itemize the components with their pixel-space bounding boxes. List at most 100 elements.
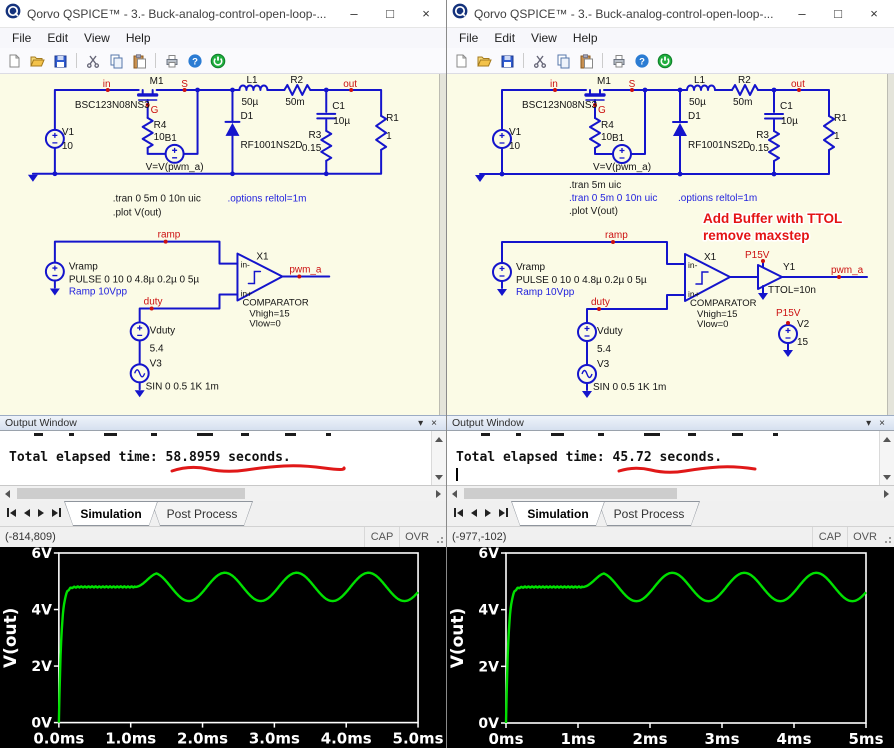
output-window-body[interactable]: Total elapsed time: 45.72 seconds. bbox=[447, 430, 894, 486]
waveform[interactable]: 0ms1ms2ms3ms4ms5ms0V2V4V6VV(out) bbox=[447, 547, 894, 748]
scroll-up-icon[interactable] bbox=[880, 432, 894, 446]
vertical-scrollbar[interactable] bbox=[879, 431, 894, 485]
output-window-header[interactable]: Output Window ▾ × bbox=[447, 415, 894, 430]
options-directive: .options reltol=1m bbox=[678, 193, 757, 204]
open-file-icon[interactable] bbox=[27, 51, 47, 71]
waveform[interactable]: 0.0ms1.0ms2.0ms3.0ms4.0ms5.0ms0V2V4V6VV(… bbox=[0, 547, 446, 748]
scroll-left-icon[interactable] bbox=[447, 486, 462, 501]
menu-help[interactable]: Help bbox=[565, 31, 606, 45]
scroll-down-icon[interactable] bbox=[880, 470, 894, 484]
help-icon[interactable]: ? bbox=[185, 51, 205, 71]
tab-prev-button[interactable] bbox=[471, 509, 477, 517]
cut-icon[interactable] bbox=[530, 51, 550, 71]
collapse-icon[interactable]: ▾ bbox=[862, 418, 875, 429]
net-pwm-label: pwm_a bbox=[289, 265, 322, 276]
vramp-ref: Vramp bbox=[69, 262, 98, 273]
schematic[interactable]: BSC123N08NS3M1inSGR410B1V=V(pwm_a)V110D1… bbox=[0, 74, 446, 414]
tab-simulation[interactable]: Simulation bbox=[64, 501, 158, 526]
tab-post-process[interactable]: Post Process bbox=[598, 501, 700, 526]
menu-file[interactable]: File bbox=[4, 31, 39, 45]
close-button[interactable]: × bbox=[411, 0, 441, 28]
ground-icon bbox=[475, 175, 485, 182]
tab-next-button[interactable] bbox=[485, 509, 491, 517]
run-icon[interactable] bbox=[208, 51, 228, 71]
minimize-button[interactable]: – bbox=[787, 0, 817, 28]
close-panel-icon[interactable]: × bbox=[875, 418, 889, 429]
tab-post-process[interactable]: Post Process bbox=[151, 501, 253, 526]
cut-icon[interactable] bbox=[83, 51, 103, 71]
help-icon[interactable]: ? bbox=[632, 51, 652, 71]
waveform-plot[interactable]: 0ms1ms2ms3ms4ms5ms0V2V4V6VV(out) bbox=[447, 547, 894, 748]
resize-grip[interactable] bbox=[882, 527, 894, 547]
run-icon[interactable] bbox=[655, 51, 675, 71]
paste-icon[interactable] bbox=[576, 51, 596, 71]
schematic-scrollbar[interactable] bbox=[439, 74, 446, 415]
print-icon[interactable] bbox=[609, 51, 629, 71]
scrollbar-thumb[interactable] bbox=[464, 488, 677, 499]
r1-ref: R1 bbox=[834, 113, 847, 124]
vramp-comment: Ramp 10Vpp bbox=[69, 287, 128, 298]
plot-directive: .plot V(out) bbox=[113, 208, 162, 219]
x-tick-label: 2ms bbox=[633, 730, 668, 748]
scroll-right-icon[interactable] bbox=[431, 486, 446, 501]
save-icon[interactable] bbox=[50, 51, 70, 71]
maximize-button[interactable]: □ bbox=[823, 0, 853, 28]
menu-file[interactable]: File bbox=[451, 31, 486, 45]
y-tick-label: 2V bbox=[478, 659, 499, 675]
paste-icon[interactable] bbox=[129, 51, 149, 71]
output-window-header[interactable]: Output Window ▾ × bbox=[0, 415, 446, 430]
save-icon[interactable] bbox=[497, 51, 517, 71]
b1-value: V=V(pwm_a) bbox=[593, 162, 651, 173]
close-button[interactable]: × bbox=[859, 0, 889, 28]
horizontal-scrollbar[interactable] bbox=[447, 486, 894, 501]
titlebar[interactable]: Qorvo QSPICE™ - 3.- Buck-analog-control-… bbox=[447, 0, 894, 28]
schematic-scrollbar[interactable] bbox=[887, 74, 894, 415]
waveform-plot[interactable]: 0.0ms1.0ms2.0ms3.0ms4.0ms5.0ms0V2V4V6VV(… bbox=[0, 547, 446, 748]
ground-icon bbox=[497, 289, 507, 296]
vertical-scrollbar[interactable] bbox=[431, 431, 446, 485]
new-file-icon[interactable] bbox=[4, 51, 24, 71]
copy-icon[interactable] bbox=[106, 51, 126, 71]
menu-view[interactable]: View bbox=[523, 31, 565, 45]
minimize-button[interactable]: – bbox=[339, 0, 369, 28]
new-file-icon[interactable] bbox=[451, 51, 471, 71]
tab-simulation[interactable]: Simulation bbox=[511, 501, 605, 526]
x1-model: COMPARATOR bbox=[242, 297, 308, 308]
x-tick-label: 4ms bbox=[777, 730, 812, 748]
output-window-body[interactable]: Total elapsed time: 58.8959 seconds. bbox=[0, 430, 446, 486]
copy-icon[interactable] bbox=[553, 51, 573, 71]
resize-grip[interactable] bbox=[434, 527, 446, 547]
tab-last-button[interactable] bbox=[499, 508, 508, 517]
v1-ref: V1 bbox=[509, 127, 522, 138]
tab-prev-button[interactable] bbox=[24, 509, 30, 517]
horizontal-scrollbar[interactable] bbox=[0, 486, 446, 501]
schematic[interactable]: BSC123N08NS3M1inSGR410B1V=V(pwm_a)V110D1… bbox=[447, 74, 894, 415]
scroll-down-icon[interactable] bbox=[432, 470, 446, 484]
tab-last-button[interactable] bbox=[52, 508, 61, 517]
plot-directive: .plot V(out) bbox=[569, 206, 618, 217]
tab-next-button[interactable] bbox=[38, 509, 44, 517]
menu-edit[interactable]: Edit bbox=[39, 31, 76, 45]
maximize-button[interactable]: □ bbox=[375, 0, 405, 28]
scroll-right-icon[interactable] bbox=[879, 486, 894, 501]
app-logo-icon bbox=[5, 3, 21, 24]
collapse-icon[interactable]: ▾ bbox=[414, 418, 427, 429]
menu-edit[interactable]: Edit bbox=[486, 31, 523, 45]
titlebar[interactable]: Qorvo QSPICE™ - 3.- Buck-analog-control-… bbox=[0, 0, 446, 28]
menu-help[interactable]: Help bbox=[118, 31, 159, 45]
close-panel-icon[interactable]: × bbox=[427, 418, 441, 429]
schematic-canvas[interactable]: BSC123N08NS3M1inSGR410B1V=V(pwm_a)V110D1… bbox=[447, 74, 894, 415]
menu-view[interactable]: View bbox=[76, 31, 118, 45]
tab-first-button[interactable] bbox=[454, 508, 463, 517]
toolbar-separator bbox=[155, 53, 156, 68]
window-title: Qorvo QSPICE™ - 3.- Buck-analog-control-… bbox=[474, 7, 781, 21]
tab-first-button[interactable] bbox=[7, 508, 16, 517]
schematic-canvas[interactable]: BSC123N08NS3M1inSGR410B1V=V(pwm_a)V110D1… bbox=[0, 74, 446, 415]
scrollbar-thumb[interactable] bbox=[17, 488, 245, 499]
open-file-icon[interactable] bbox=[474, 51, 494, 71]
scroll-up-icon[interactable] bbox=[432, 432, 446, 446]
print-icon[interactable] bbox=[162, 51, 182, 71]
mosfet-ref-label: M1 bbox=[597, 76, 611, 87]
scroll-left-icon[interactable] bbox=[0, 486, 15, 501]
text-cursor bbox=[456, 468, 458, 481]
